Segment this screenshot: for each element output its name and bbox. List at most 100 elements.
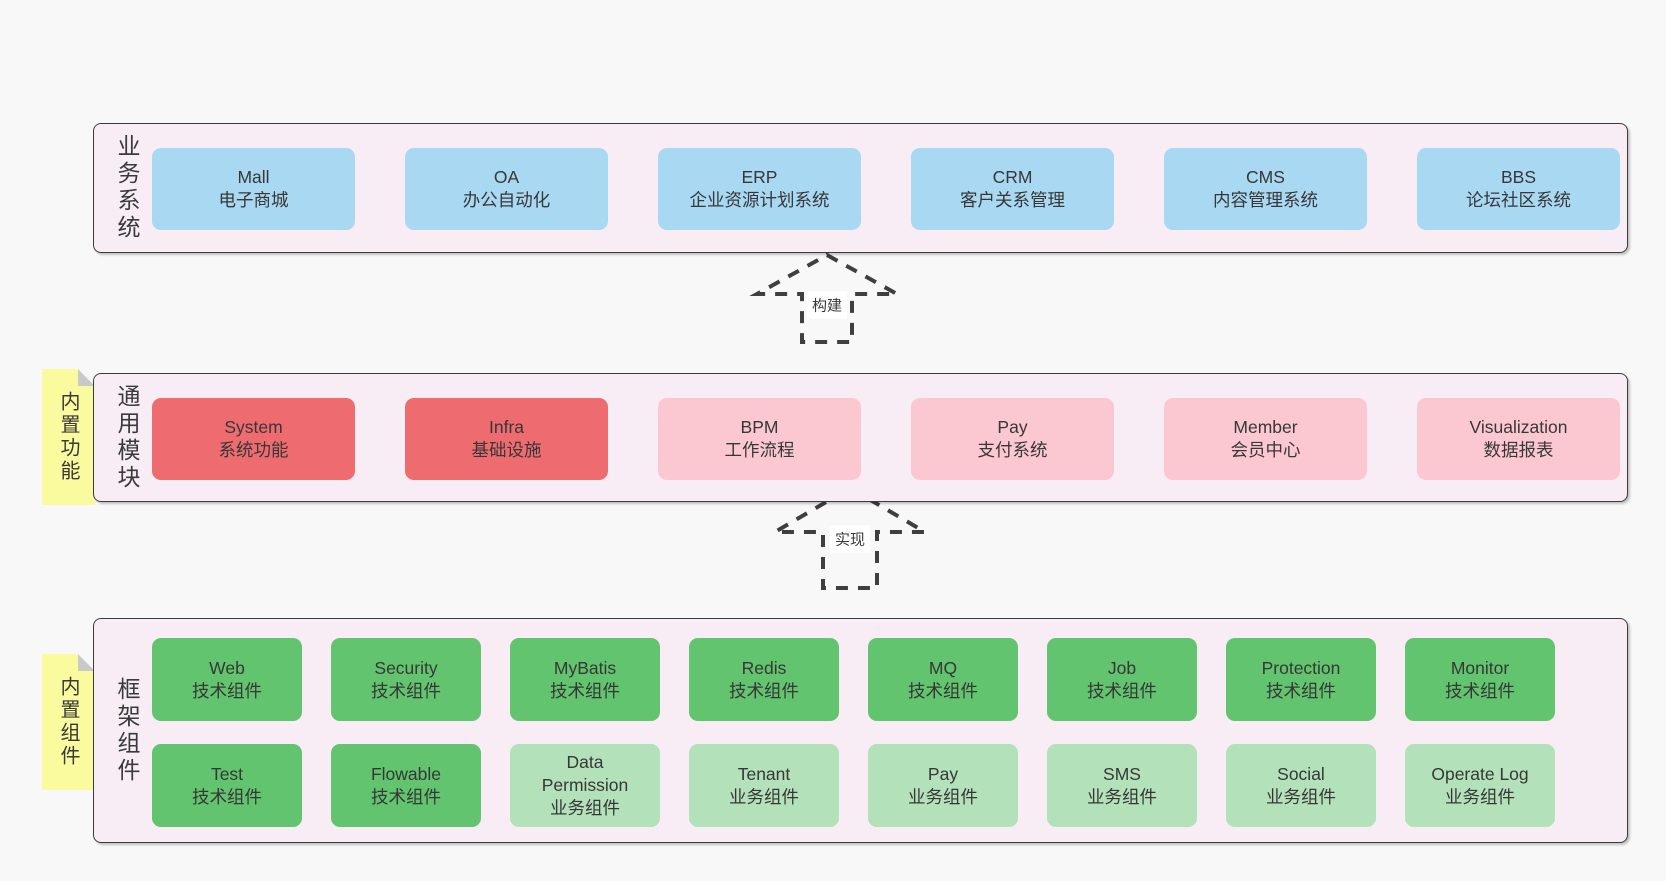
box-subtitle: 业务组件 (908, 786, 978, 807)
box-subtitle: 电子商城 (218, 190, 289, 210)
box-title: ERP (741, 167, 778, 187)
box-subtitle: 内容管理系统 (1213, 190, 1318, 210)
build-arrow (749, 252, 905, 344)
box-subtitle: 技术组件 (1087, 680, 1157, 701)
box-monitor-component: Monitor 技术组件 (1405, 638, 1555, 721)
components-row-2: Test 技术组件 Flowable 技术组件 Data Permission … (152, 744, 1555, 827)
sticky-note-built-in-components: 内置组件 (42, 654, 95, 790)
box-subtitle: 技术组件 (192, 680, 262, 701)
box-title: Visualization (1469, 417, 1568, 437)
box-subtitle: 业务组件 (1087, 786, 1157, 807)
layer-common-modules: 通用模块 System 系统功能 Infra 基础设施 BPM 工作流程 Pay… (93, 373, 1628, 502)
box-flowable-component: Flowable 技术组件 (331, 744, 481, 827)
box-pay-component: Pay 业务组件 (868, 744, 1018, 827)
box-title: Security (374, 657, 438, 678)
box-subtitle: 论坛社区系统 (1466, 190, 1571, 210)
layer-label: 业务系统 (114, 134, 140, 242)
box-cms: CMS 内容管理系统 (1164, 148, 1367, 230)
box-title: CMS (1246, 167, 1285, 187)
implement-arrow (767, 485, 933, 590)
implement-arrow-label: 实现 (829, 525, 871, 553)
box-subtitle: 业务组件 (729, 786, 799, 807)
sticky-note-built-in-features: 内置功能 (42, 369, 95, 505)
box-title: BBS (1500, 167, 1537, 187)
box-subtitle: 业务组件 (550, 798, 620, 818)
box-pay-module: Pay 支付系统 (911, 398, 1114, 480)
modules-box-row: System 系统功能 Infra 基础设施 BPM 工作流程 Pay 支付系统… (152, 398, 1620, 480)
sticky-note-label: 内置功能 (57, 391, 79, 483)
box-member: Member 会员中心 (1164, 398, 1367, 480)
box-redis-component: Redis 技术组件 (689, 638, 839, 721)
box-subtitle: 技术组件 (371, 680, 441, 701)
components-row-1: Web 技术组件 Security 技术组件 MyBatis 技术组件 Redi… (152, 638, 1555, 721)
box-data-permission-component: Data Permission 业务组件 (510, 744, 660, 827)
box-job-component: Job 技术组件 (1047, 638, 1197, 721)
box-tenant-component: Tenant 业务组件 (689, 744, 839, 827)
sticky-note-label: 内置组件 (57, 676, 79, 768)
box-subtitle: 技术组件 (908, 680, 978, 701)
box-title: Infra (488, 417, 525, 437)
box-title: Member (1233, 417, 1298, 437)
layer-business-systems: 业务系统 Mall 电子商城 OA 办公自动化 ERP 企业资源计划系统 CRM… (93, 123, 1628, 253)
layer-framework-components: 框架组件 Web 技术组件 Security 技术组件 MyBatis 技术组件… (93, 618, 1628, 843)
box-title: MyBatis (553, 657, 617, 678)
box-title: Redis (741, 657, 787, 678)
box-subtitle: 业务组件 (1445, 786, 1515, 807)
box-subtitle: 技术组件 (371, 786, 441, 807)
box-title: Social (1277, 763, 1325, 784)
box-bbs: BBS 论坛社区系统 (1417, 148, 1620, 230)
box-title: Data Permission (541, 752, 629, 795)
box-subtitle: 工作流程 (724, 440, 795, 460)
box-title: SMS (1103, 763, 1141, 784)
box-protection-component: Protection 技术组件 (1226, 638, 1376, 721)
box-subtitle: 业务组件 (1266, 786, 1336, 807)
box-title: Tenant (737, 763, 791, 784)
box-title: System (224, 417, 283, 437)
box-title: Test (210, 763, 244, 784)
box-subtitle: 数据报表 (1483, 440, 1554, 460)
box-title: Job (1107, 657, 1137, 678)
box-title: CRM (992, 167, 1033, 187)
box-title: Pay (927, 763, 959, 784)
box-subtitle: 系统功能 (218, 440, 289, 460)
box-subtitle: 企业资源计划系统 (689, 190, 830, 210)
box-title: Mall (237, 167, 270, 187)
layer-label: 通用模块 (114, 383, 140, 492)
box-web-component: Web 技术组件 (152, 638, 302, 721)
box-title: MQ (928, 657, 958, 678)
box-subtitle: 技术组件 (729, 680, 799, 701)
business-box-row: Mall 电子商城 OA 办公自动化 ERP 企业资源计划系统 CRM 客户关系… (152, 148, 1620, 230)
box-title: Web (209, 657, 245, 678)
box-subtitle: 技术组件 (1445, 680, 1515, 701)
box-subtitle: 技术组件 (192, 786, 262, 807)
box-system: System 系统功能 (152, 398, 355, 480)
box-mybatis-component: MyBatis 技术组件 (510, 638, 660, 721)
box-title: Operate Log (1431, 763, 1529, 784)
box-mall: Mall 电子商城 (152, 148, 355, 230)
box-subtitle: 会员中心 (1230, 440, 1301, 460)
box-subtitle: 办公自动化 (462, 190, 551, 210)
box-security-component: Security 技术组件 (331, 638, 481, 721)
box-sms-component: SMS 业务组件 (1047, 744, 1197, 827)
build-arrow-label: 构建 (806, 291, 848, 319)
box-test-component: Test 技术组件 (152, 744, 302, 827)
box-title: Protection (1261, 657, 1341, 678)
box-infra: Infra 基础设施 (405, 398, 608, 480)
box-subtitle: 客户关系管理 (960, 190, 1065, 210)
box-social-component: Social 业务组件 (1226, 744, 1376, 827)
box-mq-component: MQ 技术组件 (868, 638, 1018, 721)
box-subtitle: 技术组件 (1266, 680, 1336, 701)
box-title: Monitor (1450, 657, 1510, 678)
box-subtitle: 支付系统 (977, 440, 1048, 460)
box-erp: ERP 企业资源计划系统 (658, 148, 861, 230)
box-title: Flowable (370, 763, 442, 784)
layer-label: 框架组件 (114, 676, 140, 785)
box-visualization: Visualization 数据报表 (1417, 398, 1620, 480)
box-title: BPM (740, 417, 779, 437)
box-oa: OA 办公自动化 (405, 148, 608, 230)
box-subtitle: 技术组件 (550, 680, 620, 701)
box-bpm: BPM 工作流程 (658, 398, 861, 480)
box-title: OA (493, 167, 520, 187)
box-subtitle: 基础设施 (471, 440, 542, 460)
box-operate-log-component: Operate Log 业务组件 (1405, 744, 1555, 827)
